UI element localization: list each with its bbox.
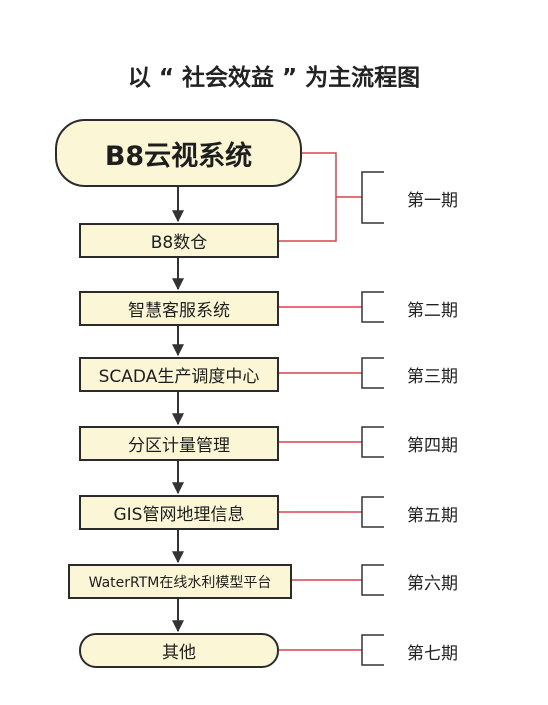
node-6: WaterRTM在线水利模型平台: [68, 564, 292, 599]
phase-bracket-2: [361, 291, 384, 323]
phase-label-6: 第六期: [407, 574, 458, 594]
phase-bracket-1: [361, 171, 384, 224]
phase-label-3: 第三期: [407, 367, 458, 387]
node-3: SCADA生产调度中心: [79, 357, 279, 392]
phase-label-1: 第一期: [407, 191, 458, 211]
phase-connectors: [279, 152, 362, 651]
phase-bracket-5: [361, 496, 384, 528]
node-7: 其他: [79, 633, 279, 668]
phase-bracket-6: [361, 564, 384, 596]
phase-bracket-4: [361, 426, 384, 458]
page-title: 以 “ 社会效益 ” 为主流程图: [127, 65, 421, 91]
node-1: B8数仓: [79, 223, 279, 258]
phase-brackets: [361, 171, 384, 666]
phase-label-4: 第四期: [407, 436, 458, 456]
phase-label-5: 第五期: [407, 506, 458, 526]
phase-label-2: 第二期: [407, 301, 458, 321]
node-4: 分区计量管理: [79, 426, 279, 461]
node-5: GIS管网地理信息: [79, 495, 279, 530]
node-main: B8云视系统: [55, 119, 302, 187]
phase-bracket-7: [361, 634, 384, 666]
phase-label-7: 第七期: [407, 644, 458, 664]
phase-bracket-3: [361, 357, 384, 389]
node-2: 智慧客服系统: [79, 291, 279, 326]
